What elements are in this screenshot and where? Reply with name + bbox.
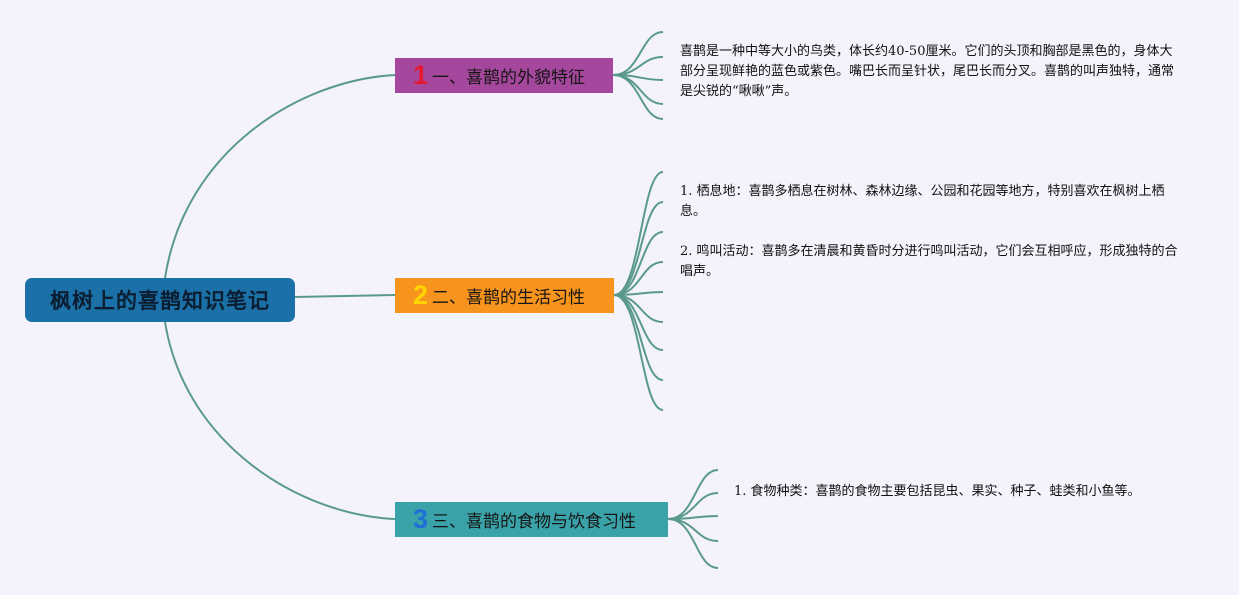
branch-habits[interactable]: 2 二、喜鹊的生活习性 [395,278,614,313]
connector-root-branch-2 [294,294,396,298]
connector-branch-1-leaf-1 [612,31,664,76]
connector-branch-3-leaf-5 [667,518,719,569]
connector-branch-2-leaf-3 [613,231,664,296]
connector-root-branch-1 [164,74,396,279]
connector-branch-2-leaf-9 [613,294,664,411]
connector-branch-2-leaf-2 [613,201,664,296]
branch-number-2: 2 [413,280,429,310]
note-habitat[interactable]: 1. 栖息地：喜鹊多栖息在树林、森林边缘、公园和花园等地方，特别喜欢在枫树上栖息… [680,184,1165,219]
branch-number-3: 3 [413,504,429,534]
connector-branch-1-leaf-5 [612,74,664,120]
note-food[interactable]: 1. 食物种类：喜鹊的食物主要包括昆虫、果实、种子、蛙类和小鱼等。 [734,484,1141,499]
connector-branch-1-leaf-2 [612,56,664,76]
connector-root-branch-3 [164,321,396,520]
branch-label-3: 三、喜鹊的食物与饮食习性 [432,512,637,532]
branch-diet[interactable]: 3 三、喜鹊的食物与饮食习性 [395,502,668,537]
connector-branch-3-leaf-4 [667,518,719,542]
branch-appearance[interactable]: 1 一、喜鹊的外貌特征 [395,58,613,93]
branch-label-1: 一、喜鹊的外貌特征 [432,68,586,88]
branch-number-1: 1 [413,60,429,90]
root-topic[interactable]: 枫树上的喜鹊知识笔记 [25,278,295,322]
root-title: 枫树上的喜鹊知识笔记 [50,289,270,313]
branch-label-2: 二、喜鹊的生活习性 [432,288,586,308]
note-appearance[interactable]: 喜鹊是一种中等大小的鸟类，体长约40-50厘米。它们的头顶和胸部是黑色的，身体大… [680,44,1175,99]
connector-branch-2-leaf-1 [613,171,664,296]
note-calling[interactable]: 2. 鸣叫活动：喜鹊多在清晨和黄昏时分进行鸣叫活动，它们会互相呼应，形成独特的合… [680,244,1178,279]
